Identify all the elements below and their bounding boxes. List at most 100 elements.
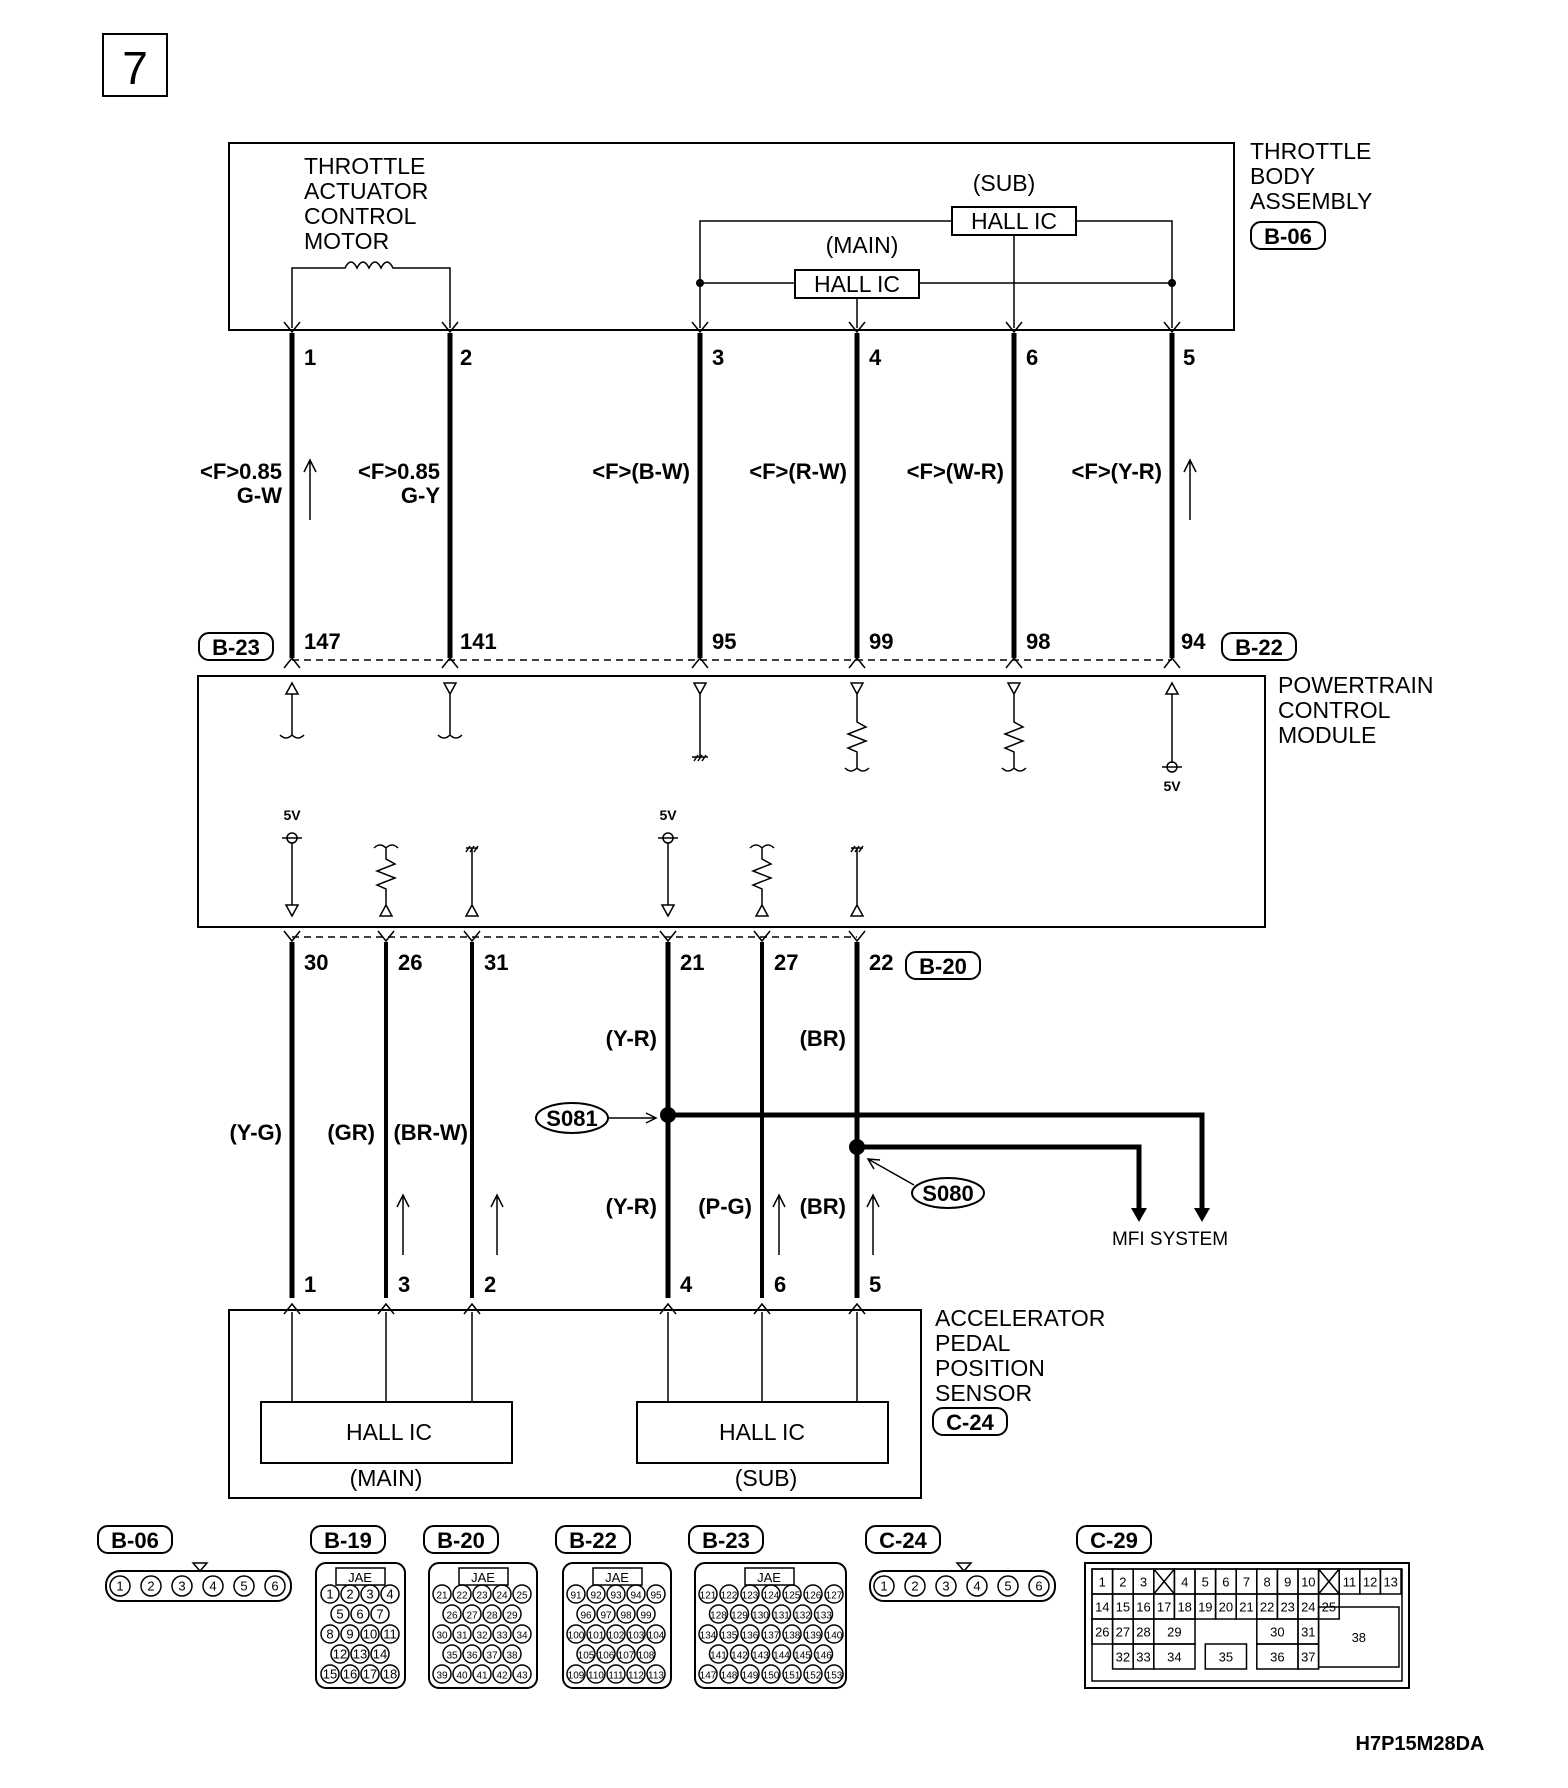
connector-pin-label: 20 xyxy=(1219,1600,1233,1615)
connector-pin-label: 40 xyxy=(456,1671,468,1682)
connector-ref-b20: B-20 xyxy=(905,951,981,980)
connector-pin xyxy=(740,1584,760,1604)
connector-pin-label: 30 xyxy=(436,1631,448,1642)
connector-pin xyxy=(904,1575,926,1597)
connector-pin xyxy=(502,1644,522,1664)
connector-pin-label: 3 xyxy=(178,1579,185,1594)
connector-pin-label: 33 xyxy=(1136,1650,1150,1665)
connector-pin-label: 34 xyxy=(516,1631,528,1642)
svg-text:B-23: B-23 xyxy=(212,635,260,660)
connector-pin-label: 16 xyxy=(343,1667,357,1682)
connector-pin xyxy=(966,1575,988,1597)
app-main-hall-ic: HALL IC (MAIN) xyxy=(260,1401,513,1491)
svg-text:MOTOR: MOTOR xyxy=(304,228,389,254)
connector-pin xyxy=(330,1644,350,1664)
connector-pin xyxy=(606,1664,626,1684)
connector-pin-label: 2 xyxy=(147,1579,154,1594)
connector-pin xyxy=(320,1664,340,1684)
connector-pin xyxy=(576,1604,596,1624)
connector-pin xyxy=(698,1664,718,1684)
connector-pin xyxy=(698,1624,718,1644)
connector-pin-label: 13 xyxy=(353,1647,367,1662)
connector-pin xyxy=(202,1575,224,1597)
connector-pin-label: 132 xyxy=(794,1611,811,1622)
connector-pin xyxy=(264,1575,286,1597)
connector-pin-label: 28 xyxy=(486,1611,498,1622)
connector-pin xyxy=(740,1664,760,1684)
connector-pin-label: 8 xyxy=(326,1627,333,1642)
connector-pin xyxy=(771,1604,792,1624)
connector-pin-label: 106 xyxy=(598,1651,615,1662)
connector-pin-label: 31 xyxy=(1301,1625,1315,1640)
connector-pin xyxy=(566,1624,586,1644)
connector-pin xyxy=(330,1604,350,1624)
connector-pin-label: 26 xyxy=(1095,1625,1109,1640)
connector-pin-label: 6 xyxy=(356,1607,363,1622)
connector-pin-label: 91 xyxy=(570,1591,582,1602)
svg-text:(MAIN): (MAIN) xyxy=(350,1465,423,1491)
connector-pin-label: 42 xyxy=(496,1671,508,1682)
connector-pin-label: 7 xyxy=(1243,1575,1250,1590)
connector-pin-label: 4 xyxy=(1181,1575,1188,1590)
connector-pin-label: 12 xyxy=(333,1647,347,1662)
connector-pin-label: 1 xyxy=(880,1579,887,1594)
svg-text:BODY: BODY xyxy=(1250,163,1315,189)
connector-pin-label: 134 xyxy=(700,1631,717,1642)
blocked-cavity xyxy=(1153,1568,1175,1595)
connector-pin xyxy=(452,1624,472,1644)
svg-text:POSITION: POSITION xyxy=(935,1355,1045,1381)
svg-text:ACTUATOR: ACTUATOR xyxy=(304,178,428,204)
connector-pin xyxy=(824,1584,844,1604)
connector-pin-label: 11 xyxy=(383,1627,397,1642)
connector-pin xyxy=(350,1604,370,1624)
connector-pin-label: 92 xyxy=(590,1591,602,1602)
connector-pin-label: 109 xyxy=(568,1671,585,1682)
svg-text:S081: S081 xyxy=(546,1106,597,1131)
connector-pin xyxy=(1028,1575,1050,1597)
connector-pin-label: 11 xyxy=(1343,1575,1357,1590)
connector-pin-label: 111 xyxy=(608,1671,624,1682)
connector-pin-label: 101 xyxy=(588,1631,605,1642)
page-number: 7 xyxy=(102,33,168,97)
connector-pin xyxy=(380,1664,400,1684)
connector-pin-label: 141 xyxy=(710,1651,727,1662)
svg-text:147: 147 xyxy=(304,629,341,654)
connector-pin xyxy=(761,1624,781,1644)
svg-text:G-W: G-W xyxy=(237,483,282,508)
connector-pin xyxy=(824,1664,844,1684)
connector-pin xyxy=(472,1584,492,1604)
connector-pin xyxy=(432,1664,452,1684)
svg-text:S080: S080 xyxy=(922,1181,973,1206)
connector-pin-label: 22 xyxy=(456,1591,468,1602)
svg-text:5V: 5V xyxy=(1163,778,1181,794)
connector-pin-label: 149 xyxy=(742,1671,759,1682)
connector-pin-label: 105 xyxy=(578,1651,595,1662)
connector-pin-label: 98 xyxy=(620,1611,632,1622)
throttle-body-assembly: THROTTLE BODY ASSEMBLY B-06 THROTTLE ACT… xyxy=(228,138,1372,331)
connector-cavity xyxy=(1317,1606,1400,1668)
connector-pin-label: 13 xyxy=(1383,1575,1397,1590)
connector-pin-label: 130 xyxy=(752,1611,769,1622)
connector-pin xyxy=(350,1644,370,1664)
connector-pin xyxy=(935,1575,957,1597)
connector-pin-label: 43 xyxy=(516,1671,528,1682)
connector-pin-label: 35 xyxy=(446,1651,458,1662)
connector-pin-label: 3 xyxy=(366,1587,373,1602)
connector-pin-label: 99 xyxy=(640,1611,652,1622)
svg-text:B-19: B-19 xyxy=(324,1528,372,1553)
connector-pin xyxy=(646,1584,666,1604)
connector-pin xyxy=(586,1664,606,1684)
svg-text:MODULE: MODULE xyxy=(1278,722,1376,748)
svg-text:(MAIN): (MAIN) xyxy=(826,232,899,258)
connector-pin xyxy=(646,1624,666,1644)
connector-cavity xyxy=(1153,1643,1196,1670)
connector-pin-label: 135 xyxy=(721,1631,738,1642)
connector-pin-label: 110 xyxy=(588,1671,604,1682)
connector-pin xyxy=(370,1604,390,1624)
svg-text:<F>0.85: <F>0.85 xyxy=(200,459,282,484)
svg-text:6: 6 xyxy=(774,1272,786,1297)
lower-wire-labels: (Y-G) (GR) (BR-W) (Y-R) (BR) (Y-R) (P-G)… xyxy=(229,1026,846,1219)
pcm-lower-pins: 30 26 31 21 27 22 B-20 xyxy=(283,930,981,980)
svg-text:(P-G): (P-G) xyxy=(698,1194,752,1219)
svg-text:5V: 5V xyxy=(283,807,301,823)
